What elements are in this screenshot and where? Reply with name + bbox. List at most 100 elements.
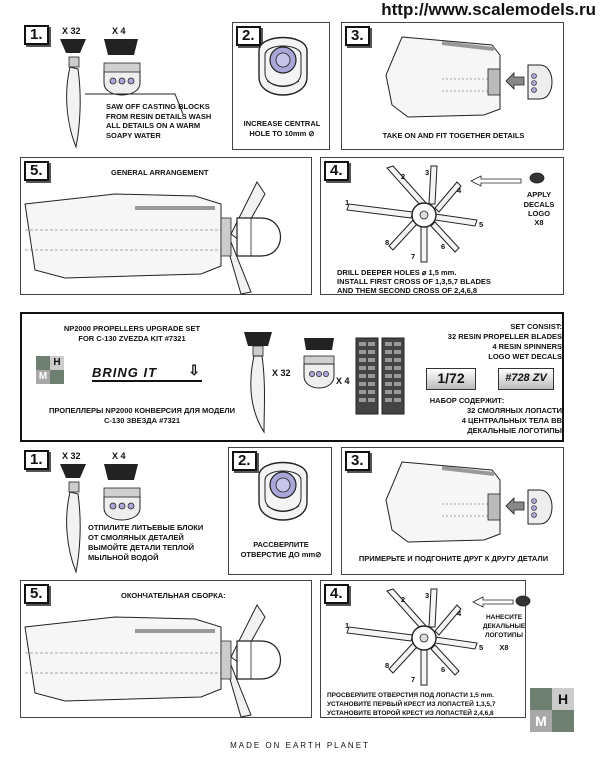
- footer-text: MADE ON EARTH PLANET: [230, 741, 370, 750]
- step1-instruction: SAW OFF CASTING BLOCKS FROM RESIN DETAIL…: [106, 102, 212, 140]
- decal-logo-icon: [515, 595, 531, 607]
- step4-line3: AND THEM SECOND CROSS OF 2,4,6,8: [337, 286, 478, 295]
- blade-number-8: 8: [385, 238, 390, 247]
- engine-assembly-icon: [24, 181, 282, 295]
- step-number: 1.: [24, 25, 49, 45]
- ru-product-title-line2: С-130 ЗВЕЗДА #7321: [103, 416, 181, 425]
- logo-letter-m: M: [530, 710, 552, 732]
- blade-number-1: 1: [345, 621, 350, 630]
- step-number: 4.: [324, 584, 349, 604]
- step2-ru-line2: ОТВЕРСТИЕ ДО mm⊘: [229, 550, 333, 560]
- product-title-line1: NP2000 PROPELLERS UPGRADE SET: [63, 324, 201, 333]
- decals-quantity: X8: [534, 218, 544, 227]
- blade-number-7: 7: [411, 675, 416, 684]
- diameter-icon: ⊘: [308, 129, 315, 138]
- blade-number-3: 3: [425, 168, 430, 177]
- decal-logo-icon: [529, 172, 545, 184]
- set-line1: 32 RESIN PROPELLER BLADES: [447, 332, 562, 341]
- ru-product-title-line1: ПРОПЕЛЛЕРЫ NP2000 КОНВЕРСИЯ ДЛЯ МОДЕЛИ: [48, 406, 236, 415]
- logo-letter-m: M: [36, 370, 50, 384]
- blade-number-8: 8: [385, 661, 390, 670]
- step2-instruction-line1: INCREASE CENTRAL: [243, 119, 321, 128]
- step2-ru-line1: РАССВЕРЛИТЕ: [253, 540, 309, 549]
- decals-ru-quantity: X8: [499, 643, 509, 652]
- blade-number-7: 7: [411, 252, 416, 261]
- spinner-part-icon: [303, 338, 335, 389]
- scale-badge: 1/72: [426, 368, 476, 390]
- step4-ru-line3: УСТАНОВИТЕ ВТОРОЙ КРЕСТ ИЗ ЛОПАСТЕЙ 2,4,…: [327, 710, 494, 717]
- blade-number-2: 2: [401, 595, 406, 604]
- ru-set-line2: 4 ЦЕНТРАЛЬНЫХ ТЕЛА ВВ: [461, 416, 562, 425]
- step-number: 4.: [324, 161, 349, 181]
- resin-block-spinner-icon: [103, 39, 141, 96]
- nacelle-front-icon: [385, 36, 553, 118]
- nacelle-front-icon: [385, 461, 553, 543]
- blade-number-5: 5: [479, 220, 484, 229]
- panel-step2-ru: 2. РАССВЕРЛИТЕ ОТВЕРСТИЕ ДО mm⊘: [228, 447, 332, 575]
- hm-logo-bottom: H M: [530, 688, 574, 732]
- kit-code-badge: #728 ZV: [498, 368, 554, 390]
- ru-set-line3: ДЕКАЛЬНЫЕ ЛОГОТИПЫ: [467, 426, 562, 435]
- step1-ru-line1: ОТПИЛИТЕ ЛИТЬЕВЫЕ БЛОКИ: [88, 523, 204, 532]
- step-number: 1.: [24, 450, 49, 470]
- product-title-line2: FOR C-130 ZVEZDA KIT #7321: [78, 334, 186, 343]
- bring-it-text: BRING IT: [92, 365, 158, 380]
- step4-line2: INSTALL FIRST CROSS OF 1,3,5,7 BLADES: [337, 277, 491, 286]
- engine-assembly-icon: [24, 604, 282, 718]
- blade-number-6: 6: [441, 242, 446, 251]
- step-number: 3.: [345, 451, 370, 471]
- panel-step3-ru: 3. ПРИМЕРЬТЕ И ПОДГОНИТЕ ДРУГ К ДРУГУ ДЕ…: [341, 447, 564, 575]
- logo-letter-h: H: [50, 356, 64, 370]
- decals-ru-line3: ЛОГОТИПЫ: [485, 632, 523, 639]
- blade-number-4: 4: [457, 186, 462, 195]
- decals-ru-line2: ДЕКАЛЬНЫЕ: [482, 623, 526, 630]
- blade-part-icon: [244, 332, 272, 434]
- bring-it-logo: BRING IT ⇩: [92, 362, 202, 382]
- diameter-icon: ⊘: [315, 550, 322, 559]
- step1-ru-line2: ОТ СМОЛЯНЫХ ДЕТАЛЕЙ: [88, 533, 184, 542]
- blade-number-1: 1: [345, 198, 350, 207]
- step1-ru-line3: ВЫМОЙТЕ ДЕТАЛИ ТЕПЛОЙ: [88, 543, 195, 552]
- blade-number-5: 5: [479, 643, 484, 652]
- spinner-quantity: X 4: [112, 451, 126, 461]
- hm-logo: H M: [36, 356, 64, 384]
- spinner-front-icon: [258, 36, 308, 96]
- panel-step4-en: 4. 1 2 3 4 5 6 7 8 APPLY DECALS LOGO X8 …: [320, 157, 564, 295]
- step3-ru-instruction: ПРИМЕРЬТЕ И ПОДГОНИТЕ ДРУГ К ДРУГУ ДЕТАЛ…: [358, 554, 549, 563]
- step5-caption: GENERAL ARRANGEMENT: [111, 168, 209, 177]
- blade-number-2: 2: [401, 172, 406, 181]
- set-consist-title: SET CONSIST:: [510, 322, 562, 331]
- blade-number-3: 3: [425, 591, 430, 600]
- exclamation-arrow-icon: ⇩: [188, 362, 200, 378]
- step4-ru-line1: ПРОСВЕРЛИТЕ ОТВЕРСТИЯ ПОД ЛОПАСТИ 1,5 mm…: [327, 692, 494, 699]
- spinner-quantity: X 4: [112, 26, 126, 36]
- panel-step5-ru: 5. ОКОНЧАТЕЛЬНАЯ СБОРКА:: [20, 580, 312, 718]
- panel-step1-en: 1. X 32 X 4 SAW OFF CASTING BLOCKS FROM …: [20, 22, 220, 150]
- step3-instruction: TAKE ON AND FIT TOGETHER DETAILS: [382, 131, 525, 140]
- panel-step1-ru: 1. X 32 X 4 ОТПИЛИТЕ ЛИТЬЕВЫЕ БЛОКИ ОТ С…: [20, 447, 220, 575]
- blade-number-6: 6: [441, 665, 446, 674]
- panel-step3-en: 3. TAKE ON AND FIT TOGETHER DETAILS: [341, 22, 564, 150]
- step5-ru-caption: ОКОНЧАТЕЛЬНАЯ СБОРКА:: [121, 591, 226, 600]
- blade-quantity: X 32: [62, 26, 81, 36]
- step-number: 5.: [24, 161, 49, 181]
- decal-sheet-icon: [355, 337, 405, 415]
- step-number: 2.: [236, 26, 261, 46]
- step4-line1: DRILL DEEPER HOLES ⌀ 1,5 mm.: [337, 268, 457, 277]
- step-number: 2.: [232, 451, 257, 471]
- ru-set-line1: 32 СМОЛЯНЫХ ЛОПАСТИ: [466, 406, 562, 415]
- decals-ru-line1: НАНЕСИТЕ: [485, 614, 523, 621]
- blade-quantity: X 32: [272, 368, 291, 378]
- step1-ru-line4: МЫЛЬНОЙ ВОДОЙ: [88, 553, 159, 562]
- spinner-quantity: X 4: [336, 376, 350, 386]
- resin-block-blade-icon: [60, 464, 86, 574]
- step2-ru-unit: mm: [301, 550, 316, 559]
- arrow-left-icon: [470, 175, 522, 187]
- set-line3: LOGO WET DECALS: [488, 352, 562, 361]
- step-number: 5.: [24, 584, 49, 604]
- propeller-star-icon: [346, 165, 478, 263]
- step2-instruction-line2: HOLE TO 10mm ⊘: [233, 129, 331, 139]
- ru-set-title: НАБОР СОДЕРЖИТ:: [429, 396, 505, 405]
- step-number: 3.: [345, 26, 370, 46]
- resin-block-spinner-icon: [103, 464, 141, 521]
